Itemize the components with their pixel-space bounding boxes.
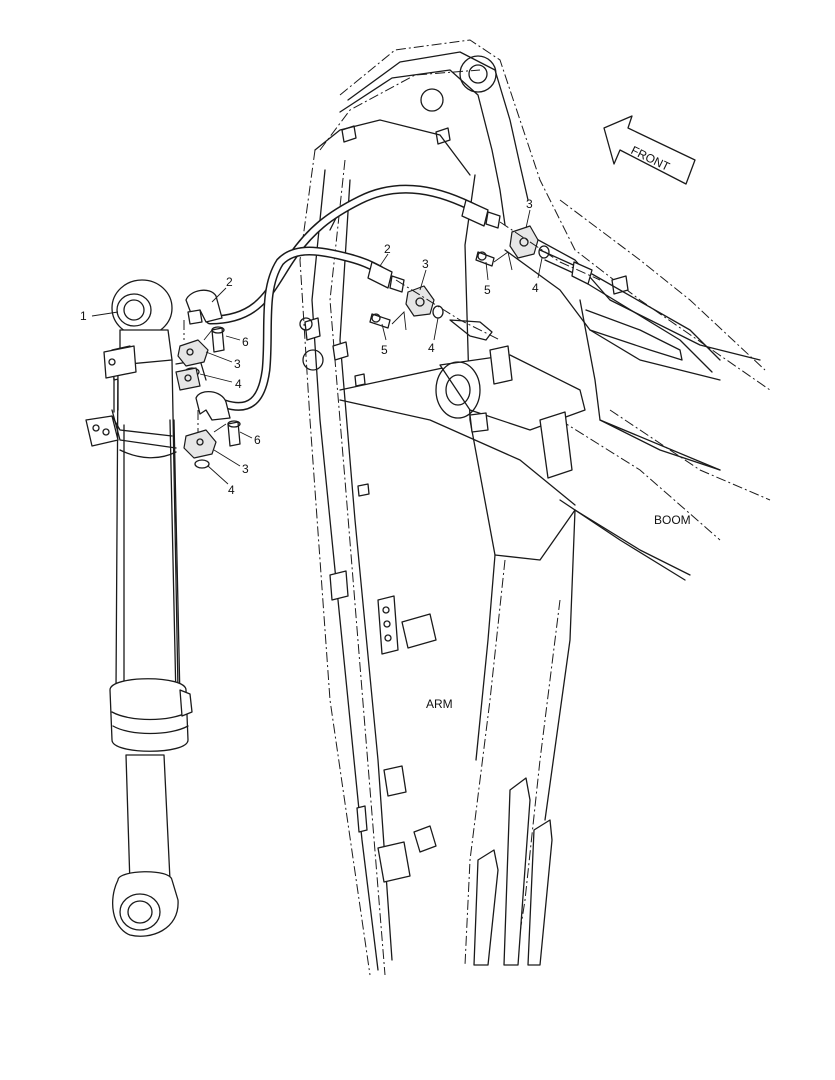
callout-6-lower: 6 [254, 433, 261, 447]
callout-6-upper: 6 [242, 335, 249, 349]
arm-label: ARM [426, 697, 453, 711]
callout-2-cylinder: 2 [226, 275, 233, 289]
hoses [205, 184, 721, 411]
arm-structure [299, 119, 586, 976]
callout-5-arm-lower: 5 [381, 343, 388, 357]
boom-structure [319, 39, 771, 581]
callout-3-arm-lower: 3 [422, 257, 429, 271]
boom-label: BOOM [654, 513, 691, 527]
callout-2-arm: 2 [384, 242, 391, 256]
callout-3-cylinder-upper: 3 [234, 357, 241, 371]
callouts: 1 2 6 3 4 6 3 4 2 3 5 4 3 [80, 197, 543, 497]
callout-4-cylinder-lower: 4 [228, 483, 235, 497]
callout-4-cylinder-upper: 4 [235, 377, 242, 391]
callout-3-arm-upper: 3 [526, 197, 533, 211]
callout-4-arm-lower: 4 [428, 341, 435, 355]
callout-4-arm-upper: 4 [532, 281, 539, 295]
cylinder-fittings [175, 289, 241, 469]
callout-1: 1 [80, 309, 87, 323]
callout-5-arm-upper: 5 [484, 283, 491, 297]
front-direction-arrow-icon: FRONT [603, 115, 696, 185]
callout-3-cylinder-lower: 3 [242, 462, 249, 476]
arm-cylinder [85, 279, 207, 937]
arm-flange-parts [369, 221, 601, 341]
